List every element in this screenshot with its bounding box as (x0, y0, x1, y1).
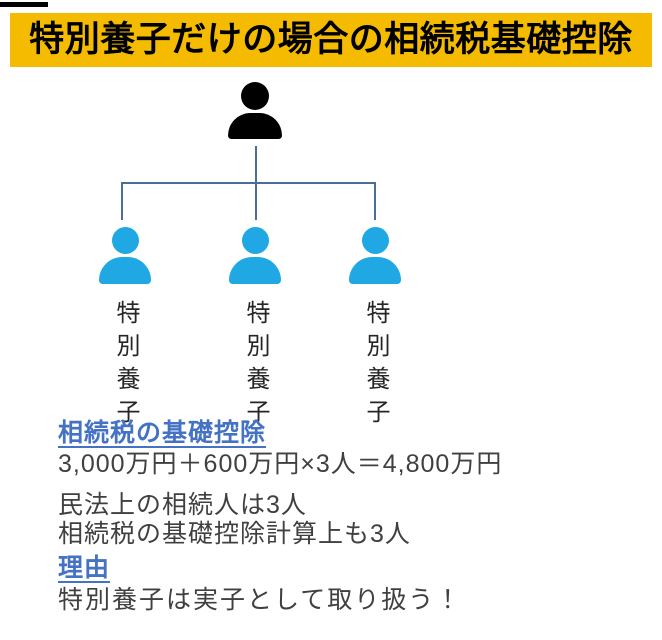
deduction-heading: 相続税の基礎控除 (58, 419, 267, 447)
parent-torso (228, 113, 282, 139)
child-label: 特別養子 (112, 300, 139, 432)
top-left-mark (0, 2, 48, 7)
child-label: 特別養子 (362, 300, 389, 432)
connector-drop-left (121, 182, 123, 220)
parent-person-icon (228, 82, 282, 139)
child-torso (229, 257, 281, 284)
title-banner: 特別養子だけの場合の相続税基礎控除 (10, 13, 652, 67)
page-title: 特別養子だけの場合の相続税基礎控除 (29, 20, 633, 59)
reason-heading: 理由 (58, 554, 111, 582)
child-head (111, 227, 139, 254)
reason-text: 特別養子は実子として取り扱う！ (58, 586, 463, 614)
note-line-1: 民法上の相続人は3人 (58, 491, 307, 519)
child-torso (99, 257, 151, 284)
child-person-icon (99, 227, 151, 284)
deduction-formula: 3,000万円＋600万円×3人＝4,800万円 (58, 450, 503, 478)
connector-drop-right (374, 182, 376, 220)
note-line-2: 相続税の基礎控除計算上も3人 (58, 520, 411, 548)
child-person-icon (229, 227, 281, 284)
connector-stem (255, 146, 257, 183)
connector-drop-middle (255, 182, 257, 220)
parent-head (241, 82, 269, 110)
child-label: 特別養子 (242, 300, 269, 432)
connector-horizontal (121, 182, 376, 184)
child-head (241, 227, 269, 254)
child-head (361, 227, 389, 254)
child-person-icon (349, 227, 401, 284)
child-torso (349, 257, 401, 284)
